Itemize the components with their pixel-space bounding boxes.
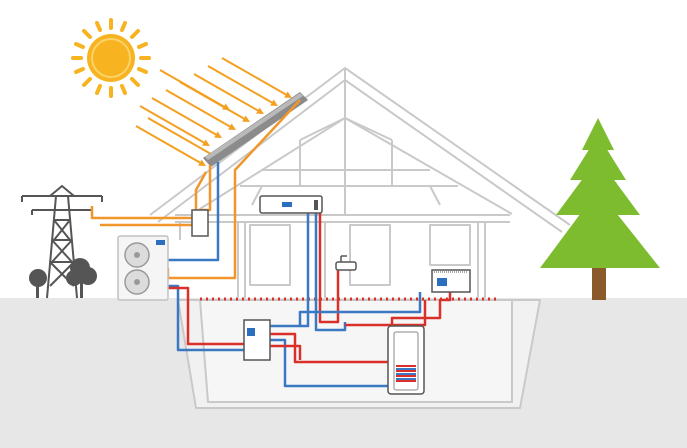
house-frame <box>149 67 571 298</box>
pine-tree-icon <box>540 118 660 300</box>
sun-ray-arrowhead <box>198 159 206 166</box>
sun-rays <box>135 57 292 166</box>
shrub-icon <box>29 258 97 298</box>
hot-water-tank <box>387 325 425 395</box>
sun-ray <box>151 97 219 137</box>
basement <box>176 299 542 409</box>
sun-ray-arrowhead <box>242 115 250 122</box>
heat-pump-outdoor-unit <box>117 235 169 301</box>
hydro-module-unit <box>243 319 271 361</box>
pipes <box>90 99 452 388</box>
sun-ray <box>139 105 207 145</box>
washbasin-icon <box>335 255 357 271</box>
sun-ray <box>135 125 203 165</box>
wall-control-unit <box>431 269 471 293</box>
sun-ray-arrowhead <box>222 103 230 110</box>
solar-panel-icon <box>203 92 308 167</box>
sun-ray-arrowhead <box>284 91 292 98</box>
power-pylon-icon <box>21 184 103 299</box>
inverter-box <box>191 209 209 237</box>
sun-ray-arrowhead <box>270 99 278 106</box>
sun-ray-arrowhead <box>256 107 264 114</box>
indoor-ac-unit <box>259 195 323 214</box>
sun-ray <box>221 57 289 97</box>
sun-ray <box>165 89 233 129</box>
sun-ray <box>159 69 227 109</box>
sun-ray <box>147 117 215 157</box>
sun-ray-arrowhead <box>214 131 222 138</box>
sun-ray-arrowhead <box>228 123 236 130</box>
sun-ray-arrowhead <box>202 139 210 146</box>
sun-ray <box>193 73 261 113</box>
sun-icon <box>71 18 151 98</box>
sun-ray <box>207 65 275 105</box>
